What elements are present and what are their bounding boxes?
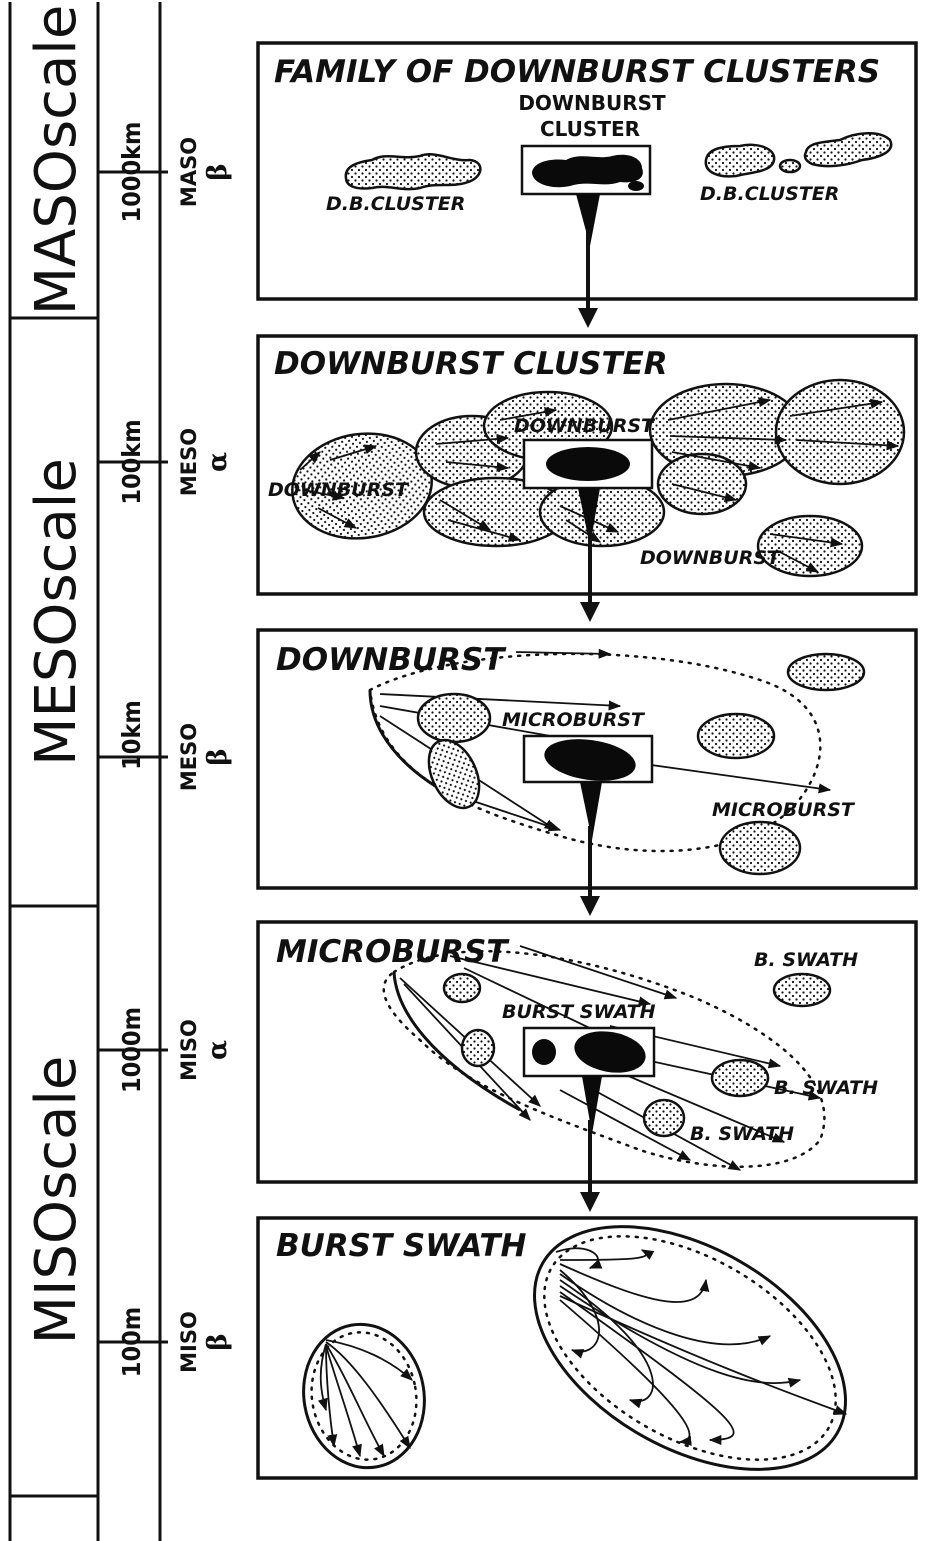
- panel-downburst: DOWNBURST MICROBURST MICROBURST: [258, 630, 916, 888]
- tick-1000km: 1000km: [117, 122, 146, 223]
- svg-text:β: β: [203, 748, 233, 765]
- panel-downburst-cluster: DOWNBURST CLUSTER DOWNBURST DOWNB: [258, 336, 916, 594]
- p4-label-c: B. SWATH: [690, 1123, 794, 1145]
- masoscale-label: MASOscale: [24, 5, 89, 316]
- tick-100m: 100m: [117, 1307, 146, 1377]
- p4-label-a: B. SWATH: [754, 949, 858, 971]
- panel-4-title: MICROBURST: [276, 934, 510, 970]
- downburst-blob: [546, 447, 630, 481]
- tick-10km: 10km: [117, 700, 146, 770]
- subscale-maso-beta: MASO β: [177, 137, 233, 207]
- p4-center-label: BURST SWATH: [502, 1001, 656, 1023]
- svg-text:MESO: MESO: [177, 723, 201, 791]
- panel-5-title: BURST SWATH: [276, 1228, 527, 1264]
- p2-left-label: DOWNBURST: [268, 479, 410, 501]
- p1-left-label: D.B.CLUSTER: [326, 193, 465, 215]
- subscale-miso-beta: MISO β: [177, 1311, 233, 1373]
- subscale-miso-alpha: MISO α: [177, 1019, 233, 1081]
- svg-text:MISO: MISO: [177, 1019, 201, 1081]
- svg-text:β: β: [203, 1333, 233, 1350]
- mesoscale-label: MESOscale: [24, 458, 89, 766]
- svg-text:α: α: [203, 1040, 233, 1060]
- subscale-meso-beta: MESO β: [177, 723, 233, 791]
- svg-text:MISO: MISO: [177, 1311, 201, 1373]
- svg-text:α: α: [203, 452, 233, 472]
- p4-label-b: B. SWATH: [774, 1077, 878, 1099]
- scale-column: MASOscale MESOscale MISOscale 1000km 100…: [10, 2, 233, 1541]
- subscale-meso-alpha: MESO α: [177, 428, 233, 496]
- panel-microburst: MICROBURST BURST SWATH B. SWATH B. SWATH…: [258, 922, 916, 1182]
- svg-text:MESO: MESO: [177, 428, 201, 496]
- p2-center-label: DOWNBURST: [514, 415, 656, 437]
- svg-text:β: β: [203, 163, 233, 180]
- tick-100km: 100km: [117, 419, 146, 504]
- p1-right-label: D.B.CLUSTER: [700, 183, 839, 205]
- tick-1000m: 1000m: [117, 1007, 146, 1093]
- panel-2-title: DOWNBURST CLUSTER: [274, 346, 668, 382]
- misoscale-label: MISOscale: [24, 1056, 89, 1345]
- p3-right-label: MICROBURST: [712, 799, 856, 821]
- p2-right-label: DOWNBURST: [640, 547, 782, 569]
- p3-center-label: MICROBURST: [502, 709, 646, 731]
- p1-center-label-1: DOWNBURST: [518, 91, 666, 115]
- p1-center-label-2: CLUSTER: [540, 117, 640, 141]
- panel-burst-swath: BURST SWATH: [258, 1176, 916, 1519]
- svg-text:MASO: MASO: [177, 137, 201, 207]
- panel-1-title: FAMILY OF DOWNBURST CLUSTERS: [274, 54, 880, 90]
